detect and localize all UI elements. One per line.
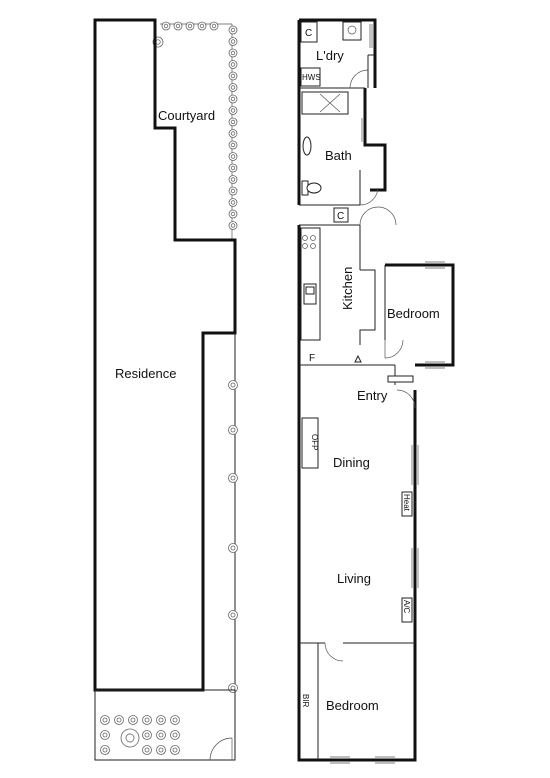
rear-bedroom-walls xyxy=(299,642,415,764)
fixture-label-cupboard-laundry: C xyxy=(305,28,312,39)
fixture-label-hws: HWS xyxy=(302,73,321,82)
plant-symbol-core xyxy=(172,732,178,738)
room-label-entry: Entry xyxy=(357,388,388,403)
rear-garden xyxy=(94,689,236,761)
plant-symbol-core xyxy=(187,23,193,29)
plant-symbol-core xyxy=(116,717,122,723)
plant-symbol-core xyxy=(230,211,236,217)
side-garden-plants xyxy=(228,380,238,693)
plant-symbol-core xyxy=(230,223,236,228)
courtyard-planting xyxy=(152,21,238,240)
plant-symbol-core xyxy=(144,732,150,738)
residence-label: Residence xyxy=(115,366,176,381)
plant-symbol-core xyxy=(144,717,150,723)
fixture-label-heat: Heat xyxy=(402,494,411,512)
plant-symbol-core xyxy=(230,27,236,33)
plant-symbol-core xyxy=(230,200,236,205)
plant-symbol-core xyxy=(230,475,236,481)
kitchen-fixtures xyxy=(299,206,397,366)
fixture-label-fridge: F xyxy=(309,353,315,364)
plant-symbol-core xyxy=(230,73,236,79)
plant-symbol-core xyxy=(172,747,178,753)
room-label-bedroom-rear: Bedroom xyxy=(326,698,379,713)
plant-symbol-core xyxy=(230,165,236,171)
plant-symbol-core xyxy=(230,85,236,90)
plant-symbol-core xyxy=(158,732,164,738)
plant-symbol-core xyxy=(230,62,236,67)
plant-symbol-core xyxy=(199,23,205,29)
plant-symbol-core xyxy=(230,50,236,56)
plant-symbol-core xyxy=(102,732,108,738)
plant-symbol-core xyxy=(230,545,236,551)
plant-symbol-core xyxy=(158,747,164,753)
plant-symbol-core xyxy=(175,23,181,29)
house: L'dry Bath Kitchen Bedroom Entry Dining … xyxy=(297,18,455,764)
plant-symbol-core xyxy=(125,733,135,743)
courtyard-label: Courtyard xyxy=(158,108,215,123)
plant-symbol-core xyxy=(230,177,236,182)
plant-symbol-core xyxy=(102,717,108,723)
plant-symbol-core xyxy=(230,108,236,113)
plant-symbol-core xyxy=(230,119,236,125)
side-bedroom-walls xyxy=(380,261,455,385)
laundry-walls xyxy=(299,21,375,89)
plant-symbol-core xyxy=(230,39,236,44)
entry-door-swing xyxy=(396,389,416,409)
house-outer-wall xyxy=(297,18,417,762)
plant-symbol-core xyxy=(158,717,164,723)
bath-fixtures xyxy=(299,91,379,206)
plant-symbol-core xyxy=(230,131,236,136)
plant-symbol-core xyxy=(230,427,236,433)
room-label-bath: Bath xyxy=(325,148,352,163)
plant-symbol-core xyxy=(144,747,150,753)
fixture-label-ofp: OFP xyxy=(310,434,319,450)
fixture-label-ac: A/C xyxy=(402,600,411,614)
room-label-laundry: L'dry xyxy=(316,48,344,63)
plant-symbol-core xyxy=(230,96,236,102)
plant-symbol-core xyxy=(102,747,108,753)
plant-symbol-core xyxy=(230,612,236,618)
room-label-living: Living xyxy=(337,571,371,586)
plant-symbol-core xyxy=(230,685,236,691)
fixture-label-bir: BIR xyxy=(301,694,310,708)
plant-symbol-core xyxy=(130,717,136,723)
plant-symbol-core xyxy=(163,23,169,29)
plant-symbol-core xyxy=(230,188,236,194)
room-label-bedroom-side: Bedroom xyxy=(387,306,440,321)
plant-symbol-core xyxy=(230,382,236,388)
plant-symbol-core xyxy=(230,142,236,148)
room-label-kitchen: Kitchen xyxy=(340,267,355,310)
room-label-dining: Dining xyxy=(333,455,370,470)
plant-symbol-core xyxy=(230,154,236,159)
fixture-label-cupboard-kitchen: C xyxy=(337,211,344,222)
neighbour-residence: Courtyard Residence xyxy=(93,18,238,761)
plant-symbol-core xyxy=(211,23,217,29)
living-fixtures xyxy=(301,417,419,623)
plant-symbol-core xyxy=(172,717,178,723)
